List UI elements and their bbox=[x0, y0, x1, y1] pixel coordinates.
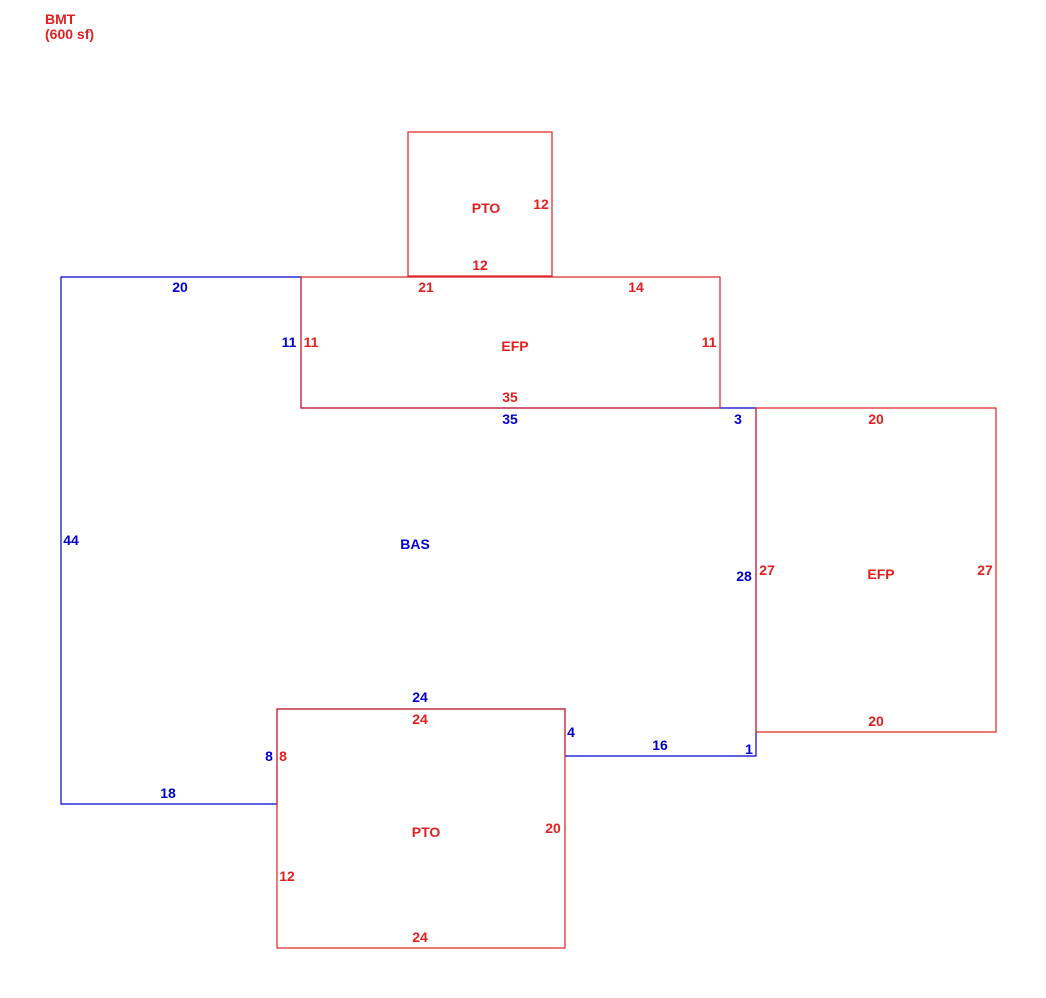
bas-dim-top-right: 3 bbox=[734, 411, 742, 427]
bas-area-label: BAS bbox=[400, 536, 430, 552]
bas-dim-notch-top: 24 bbox=[412, 689, 428, 705]
bas-dim-notch-right: 4 bbox=[567, 724, 575, 740]
efp-top-dim-top-left: 21 bbox=[418, 279, 434, 295]
legend-area-size: (600 sf) bbox=[45, 26, 95, 42]
bas-dim-top-middle: 35 bbox=[502, 411, 518, 427]
pto-bottom-dim-right: 20 bbox=[545, 820, 561, 836]
bas-dim-top-left: 20 bbox=[172, 279, 188, 295]
efp-right-outline bbox=[755, 407, 997, 733]
bas-dim-right: 28 bbox=[736, 568, 752, 584]
efp-top-area-label: EFP bbox=[501, 338, 528, 354]
pto-top-dim-bottom: 12 bbox=[472, 257, 488, 273]
efp-top-dim-left: 11 bbox=[304, 334, 319, 350]
pto-bottom-dim-left-upper: 8 bbox=[279, 748, 287, 764]
efp-top-dim-bottom: 35 bbox=[502, 389, 518, 405]
efp-top-outline bbox=[300, 276, 721, 409]
efp-right-dim-left: 27 bbox=[759, 562, 775, 578]
sketch-legend: BMT (600 sf) bbox=[45, 12, 94, 42]
bas-dim-bottom-right: 16 bbox=[652, 737, 668, 753]
legend-area-code: BMT bbox=[45, 11, 76, 27]
efp-right-dim-top: 20 bbox=[868, 411, 884, 427]
pto-bottom-dim-top: 24 bbox=[412, 711, 428, 727]
efp-top-dim-right: 11 bbox=[702, 334, 717, 350]
pto-bottom-outline bbox=[276, 708, 566, 949]
bas-dim-left: 44 bbox=[63, 532, 79, 548]
bas-dim-bottom-left: 18 bbox=[160, 785, 176, 801]
pto-top-outline bbox=[407, 131, 553, 277]
bas-dim-notch-side: 8 bbox=[265, 748, 273, 764]
pto-bottom-dim-left-lower: 12 bbox=[279, 868, 295, 884]
bas-dim-right-short: 1 bbox=[745, 741, 753, 757]
efp-top-dim-top-right: 14 bbox=[628, 279, 644, 295]
pto-bottom-dim-bottom: 24 bbox=[412, 929, 428, 945]
pto-bottom-area-label: PTO bbox=[412, 824, 441, 840]
bas-dim-inner-left: 11 bbox=[282, 334, 297, 350]
pto-top-dim-right: 12 bbox=[533, 196, 549, 212]
efp-right-area-label: EFP bbox=[867, 566, 894, 582]
efp-right-dim-right: 27 bbox=[977, 562, 993, 578]
pto-top-area-label: PTO bbox=[472, 200, 501, 216]
efp-right-dim-bottom: 20 bbox=[868, 713, 884, 729]
